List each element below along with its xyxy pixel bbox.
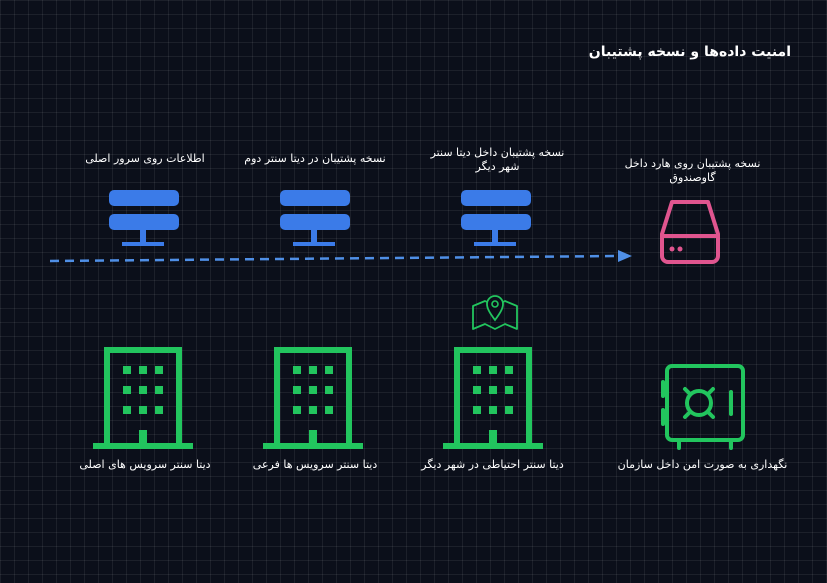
hard-drive-icon [658, 198, 722, 266]
map-pin-icon [470, 294, 520, 332]
label-main-server: اطلاعات روی سرور اصلی [85, 152, 205, 165]
label-safe-storage: نگهداری به صورت امن داخل سازمان [617, 458, 788, 471]
server-icon [278, 188, 352, 254]
label-main-dc: دیتا سنتر سرویس های اصلی [79, 458, 211, 471]
label-secondary-dc: دیتا سنتر سرویس ها فرعی [252, 458, 378, 471]
backup-flow-arrow [48, 248, 638, 266]
label-backup-dc-other-city: دیتا سنتر احتیاطی در شهر دیگر [421, 458, 564, 471]
label-backup-second-dc: نسخه پشتیبان در دیتا سنتر دوم [244, 152, 386, 165]
building-icon [93, 346, 193, 452]
building-icon [443, 346, 543, 452]
server-icon [459, 188, 533, 254]
label-backup-hard-safe: نسخه پشتیبان روی هارد داخل گاوصندوق [624, 157, 761, 184]
server-icon [107, 188, 181, 254]
building-icon [263, 346, 363, 452]
safe-icon [659, 362, 747, 454]
label-backup-other-city: نسخه پشتیبان داخل دیتا سنتر شهر دیگر [430, 146, 565, 173]
page-title: امنیت داده‌ها و نسخه پشتیبان [588, 44, 791, 60]
